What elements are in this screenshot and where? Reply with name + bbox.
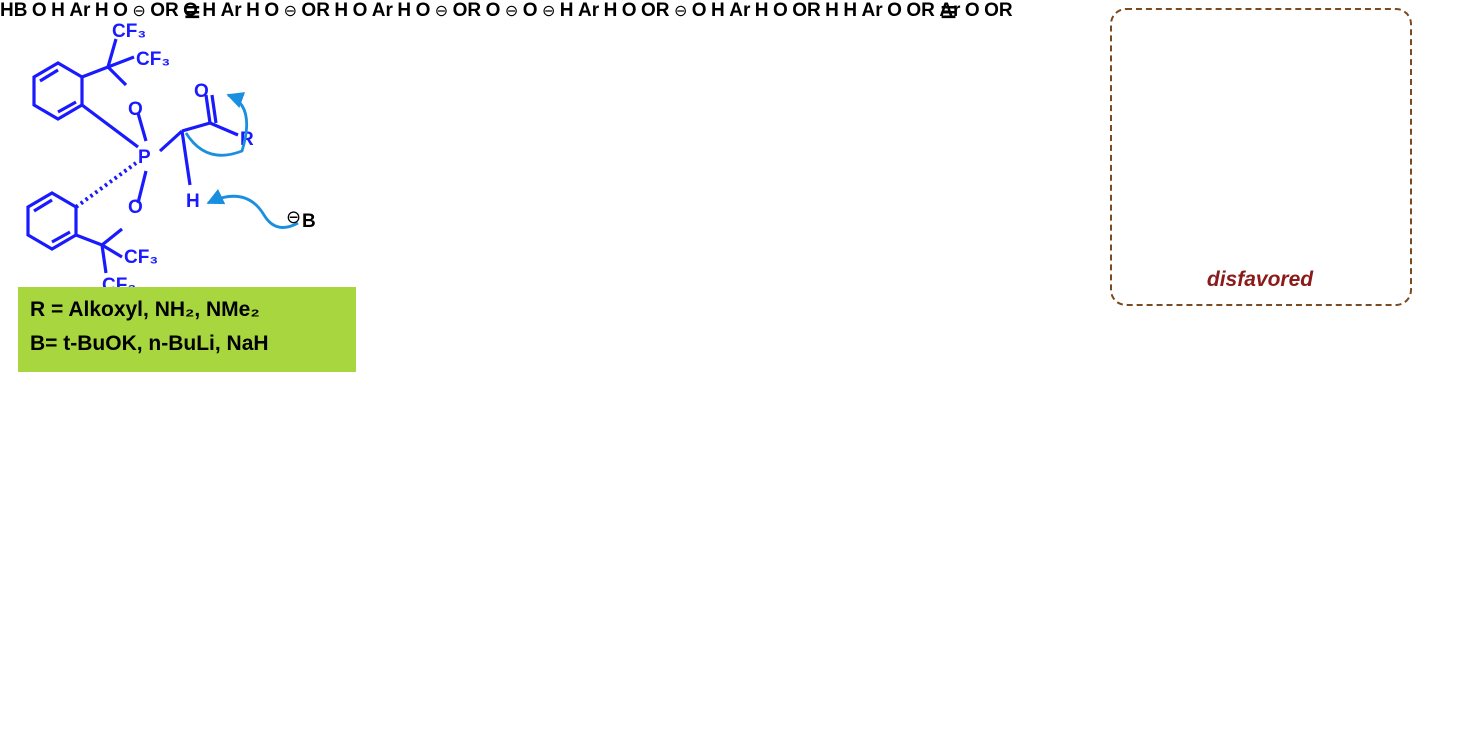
equivalence-symbol-products: ≡ <box>939 0 958 25</box>
oxaphosphetane-intermediate: ⊖ O H Ar H O OR <box>673 0 821 21</box>
enolate-intermediate-redrawn: O H Ar H O ⊖ OR <box>183 0 330 21</box>
betaine-intermediate: O ⊖ H Ar H O OR <box>522 0 670 21</box>
svg-text:⊖: ⊖ <box>286 207 301 228</box>
hb-byproduct-label: HB <box>0 0 28 21</box>
product-alkene-view: Ar O OR <box>939 0 1013 21</box>
disfavored-frame <box>1110 8 1412 306</box>
conditions-box: R = Alkoxyl, NH₂, NMe₂ B= t-BuOK, n-BuLi… <box>18 287 356 372</box>
svg-text:H: H <box>186 191 200 212</box>
conditions-bases: B= t-BuOK, n-BuLi, NaH <box>30 332 269 355</box>
product-saturated-view: H H Ar O OR <box>825 0 935 21</box>
phosphonium-ylide-precursor: O R H B ⊖ <box>26 21 316 296</box>
base-anion-label: B <box>302 211 316 232</box>
svg-text:O: O <box>194 81 209 102</box>
enolate-intermediate: O H Ar H O ⊖ OR <box>31 0 179 21</box>
equivalence-symbol: ≡ <box>183 0 202 25</box>
disfavored-label: disfavored <box>1206 268 1314 291</box>
disfavored-conformer: H O Ar H O ⊖ OR <box>334 0 482 21</box>
phosphinate-anion-byproduct: O ⊖ <box>485 0 519 21</box>
conditions-r-groups: R = Alkoxyl, NH₂, NMe₂ <box>30 298 260 321</box>
arrow-deprotonation: HB <box>0 0 32 21</box>
